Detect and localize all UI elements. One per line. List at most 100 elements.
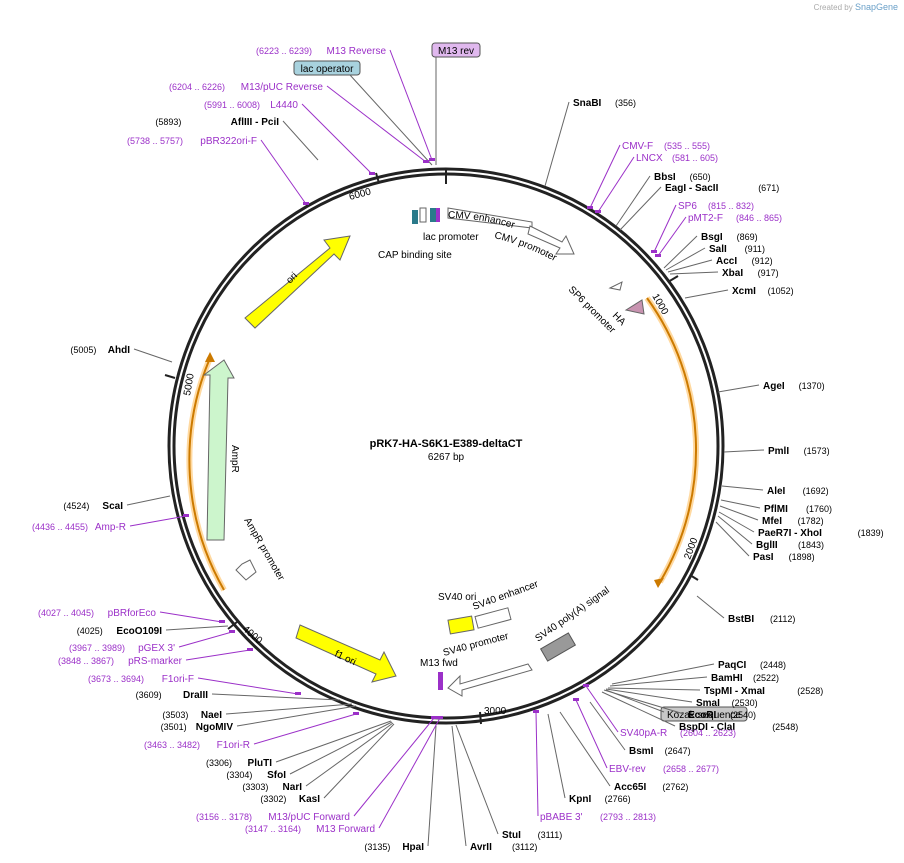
m13rev-box[interactable] <box>431 42 481 58</box>
enzyme-label[interactable]: EagI - SacII <box>665 183 719 194</box>
enzyme-label[interactable]: SmaI <box>696 698 720 709</box>
ampr-promoter-feature[interactable] <box>235 559 257 581</box>
sv40-enhancer-feature[interactable] <box>474 607 512 629</box>
ampr-feature[interactable] <box>202 359 235 541</box>
primer-label[interactable]: SV40pA-R <box>620 728 667 739</box>
enzyme-label[interactable]: PmlI <box>768 446 789 457</box>
enzyme-label[interactable]: BstBI <box>728 614 754 625</box>
enzyme-leader <box>611 663 715 685</box>
enzyme-label[interactable]: BglII <box>756 540 778 551</box>
enzyme-position: (869) <box>737 232 758 242</box>
enzyme-label[interactable]: KpnI <box>569 794 591 805</box>
enzyme-label[interactable]: SalI <box>709 244 727 255</box>
enzyme-label[interactable]: EcoRI <box>688 710 717 721</box>
enzyme-label[interactable]: HpaI <box>402 842 424 853</box>
enzyme-label[interactable]: SnaBI <box>573 98 602 109</box>
primer-label[interactable]: EBV-rev <box>609 764 646 775</box>
primer-leader <box>197 677 299 695</box>
enzyme-label[interactable]: ScaI <box>102 501 123 512</box>
enzyme-label[interactable]: StuI <box>502 830 521 841</box>
enzyme-label[interactable]: AhdI <box>108 345 130 356</box>
primer-label[interactable]: pBR322ori-F <box>200 136 257 147</box>
enzyme-label[interactable]: AflIII - PciI <box>231 117 280 128</box>
kozak-box[interactable] <box>660 706 748 722</box>
primer-range: (3147 .. 3164) <box>245 824 301 834</box>
primer-label[interactable]: pMT2-F <box>688 213 723 224</box>
enzyme-position: (356) <box>615 98 636 108</box>
enzyme-position: (671) <box>758 183 779 193</box>
sv40-ori-feature[interactable] <box>447 615 475 635</box>
m13-rev-feature[interactable] <box>436 208 440 222</box>
enzyme-label[interactable]: PflMI <box>764 504 788 515</box>
primer-site-mark <box>655 254 661 257</box>
ha-feature[interactable] <box>624 299 645 315</box>
enzyme-label[interactable]: NarI <box>283 782 303 793</box>
enzyme-position: (1898) <box>789 552 815 562</box>
enzyme-label[interactable]: MfeI <box>762 516 782 527</box>
primer-label[interactable]: M13/pUC Forward <box>268 812 350 823</box>
enzyme-label[interactable]: BsmI <box>629 746 654 757</box>
enzyme-label[interactable]: XcmI <box>732 286 756 297</box>
enzyme-label[interactable]: PaqCI <box>718 660 747 671</box>
enzyme-label[interactable]: BamHI <box>711 673 743 684</box>
primer-label[interactable]: L4440 <box>270 100 298 111</box>
f1-ori-feature[interactable] <box>295 624 397 683</box>
enzyme-label[interactable]: NgoMIV <box>196 722 234 733</box>
primer-leader <box>389 49 433 161</box>
primer-label[interactable]: M13/pUC Reverse <box>241 82 324 93</box>
enzyme-position: (3112) <box>512 842 537 852</box>
primer-site-mark <box>573 698 579 701</box>
enzyme-position: (912) <box>752 256 773 266</box>
primer-label[interactable]: pGEX 3' <box>138 643 175 654</box>
enzyme-label[interactable]: BsgI <box>701 232 723 243</box>
primer-label[interactable]: Amp-R <box>95 522 126 533</box>
ori-feature[interactable] <box>244 235 351 329</box>
primer-label[interactable]: CMV-F <box>622 141 653 152</box>
primer-label[interactable]: F1ori-R <box>217 740 250 751</box>
enzyme-label[interactable]: NaeI <box>201 710 222 721</box>
enzyme-leader <box>225 703 353 715</box>
enzyme-position: (2522) <box>753 673 779 683</box>
plasmid-name: pRK7-HA-S6K1-E389-deltaCT <box>370 438 523 450</box>
enzyme-position: (1370) <box>799 381 825 391</box>
enzyme-label[interactable]: TspMI - XmaI <box>704 686 765 697</box>
primer-label[interactable]: SP6 <box>678 201 697 212</box>
lacop-box[interactable] <box>293 60 361 76</box>
enzyme-label[interactable]: BbsI <box>654 172 676 183</box>
sv40-promoter-feature[interactable] <box>447 663 533 697</box>
enzyme-label[interactable]: PluTI <box>248 758 273 769</box>
enzyme-position: (2530) <box>732 698 758 708</box>
primer-label[interactable]: M13 Forward <box>316 824 375 835</box>
enzyme-label[interactable]: AccI <box>716 256 737 267</box>
primer-label[interactable]: LNCX <box>636 153 663 164</box>
enzyme-label[interactable]: AgeI <box>763 381 785 392</box>
primer-label[interactable]: pBRforEco <box>108 608 157 619</box>
primer-label[interactable]: F1ori-F <box>162 674 194 685</box>
enzyme-label[interactable]: AleI <box>767 486 786 497</box>
sv40-polya-feature[interactable] <box>539 632 577 662</box>
enzyme-leader <box>165 625 229 631</box>
enzyme-label[interactable]: PaeR7I - XhoI <box>758 528 822 539</box>
cap-site-feature[interactable] <box>412 210 418 224</box>
enzyme-position: (5893) <box>155 117 181 127</box>
enzyme-label[interactable]: DraIII <box>183 690 208 701</box>
lac-operator-feature[interactable] <box>430 208 436 222</box>
enzyme-label[interactable]: SfoI <box>267 770 286 781</box>
primer-label[interactable]: pRS-marker <box>128 656 183 667</box>
m13-fwd-feature[interactable] <box>438 672 443 690</box>
enzyme-label[interactable]: EcoO109I <box>116 626 162 637</box>
enzyme-label[interactable]: Acc65I <box>614 782 646 793</box>
sp6-promoter-feature[interactable] <box>608 281 623 291</box>
enzyme-position: (3501) <box>161 722 187 732</box>
cmv-promoter-feature[interactable] <box>527 225 575 255</box>
lac-promoter-feature[interactable] <box>419 207 427 223</box>
lacop-box-label: lac operator <box>301 64 354 75</box>
enzyme-label[interactable]: PasI <box>753 552 774 563</box>
enzyme-label[interactable]: KasI <box>299 794 320 805</box>
cds-left-arc <box>188 357 225 591</box>
primer-label[interactable]: pBABE 3' <box>540 812 583 823</box>
enzyme-label[interactable]: XbaI <box>722 268 743 279</box>
enzyme-label[interactable]: BspDI - ClaI <box>679 722 735 733</box>
primer-label[interactable]: M13 Reverse <box>327 46 387 57</box>
enzyme-label[interactable]: AvrII <box>470 842 492 853</box>
